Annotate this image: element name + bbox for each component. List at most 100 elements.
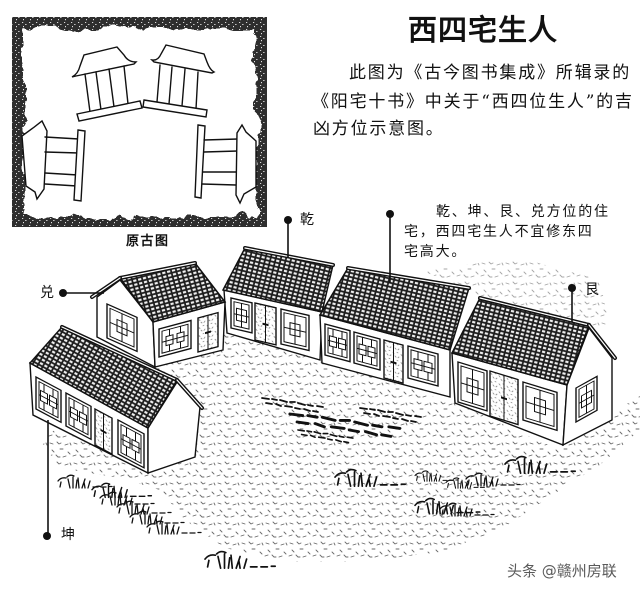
window-muntins [121,427,141,461]
window-ornament [40,389,48,405]
pavilion-base [73,129,86,202]
label-pointers [43,210,576,540]
double-ornament-window [353,331,381,371]
pavilion-roof [149,44,216,74]
window-ornament [122,433,131,450]
lattice-window [230,297,253,334]
window-ornament [367,345,376,359]
ground [40,330,640,562]
annotation-line-3: 宅高大。 [404,244,468,260]
lattice-window [457,361,488,412]
door [254,302,277,346]
pavilion-right [194,123,257,205]
window-muntins [110,313,134,342]
gable-window [106,302,138,353]
annotation-line-2: 宅，西四宅生人不宜修东四 [404,224,594,240]
pavilion-top-right [142,44,216,118]
intro-line-1: 此图为《古今图书集成》所辑录的 [349,63,631,83]
door-handle [390,360,397,365]
roof-ridge-highlight [119,262,196,279]
house-gen [450,296,617,447]
window-ornament [176,331,185,344]
pavilion-columns [84,65,129,113]
door-handle [100,428,107,435]
window-ornament [116,318,128,337]
pavilion-roof [21,119,48,201]
door [94,407,113,456]
window-ornament [358,343,367,357]
window-muntins [461,369,484,404]
grass-tuft [91,482,153,499]
annotation-line-1: 乾、坤、艮、兑方位的住 [436,204,610,220]
window-muntins [39,383,58,416]
pavilion-top-left [71,46,143,122]
pavilion-base [194,124,206,199]
original-figure-caption: 原古图 [126,234,170,249]
door [383,339,404,384]
roof-ridge-highlight [347,267,470,289]
door-handle [262,322,269,327]
window-ornament [236,307,247,324]
double-ornament-window [324,323,351,363]
window-ornament [423,360,433,375]
window-muntins [526,390,554,423]
double-ornament-window [407,345,439,387]
door [197,311,219,353]
marker-dot-gen [568,284,576,292]
house-dui [90,261,227,369]
ground-far [420,258,610,330]
window-ornament [338,337,346,351]
door-handle [501,396,507,401]
label-gen: 艮 [585,282,599,298]
label-qian: 乾 [300,212,314,228]
window-muntins [411,351,435,381]
window-ornament [466,377,479,396]
house-qian [221,246,335,361]
pavilion-beams [44,136,80,187]
double-ornament-window [117,418,145,469]
original-figure [12,17,267,227]
pavilion-beams [201,138,239,186]
roof-ridge-highlight [479,297,590,326]
lattice-window [280,308,310,352]
double-ornament-window [65,391,92,441]
pavilion-left [21,119,86,202]
marker-dot-kun [43,532,51,540]
pavilion-roof [71,46,138,78]
house-kun [28,325,204,475]
grass-tuft [57,474,113,489]
window-muntins [357,337,377,365]
house-center [318,266,471,398]
gable-rake-highlight [176,379,203,409]
door [489,370,519,426]
page-title: 西四宅生人 [408,13,559,47]
label-dui: 兑 [40,285,54,301]
window-muntins [328,329,347,357]
intro-line-2: 《阳宅十书》中关于“西四位生人”的吉 [312,92,634,112]
marker-dot-annotation [386,210,394,218]
window-ornament [79,410,87,427]
label-kun: 坤 [61,527,75,543]
window-ornament [329,335,337,349]
gable-rake-highlight [91,277,121,298]
roof-ridge-highlight [61,326,178,381]
pavilion-base [76,100,143,122]
window-ornament [131,438,140,454]
window-ornament [413,357,423,372]
pavilion-base [142,99,208,118]
window-ornament [49,394,57,410]
original-figure-field [24,29,256,217]
window-muntins [162,326,188,352]
pavilion-roof [235,123,257,205]
lattice-window [522,381,558,432]
window-ornament [534,396,546,416]
window-muntins [69,399,88,433]
intro-line-3: 凶方位示意图。 [313,119,445,139]
gable-window [575,375,598,424]
double-ornament-window [35,375,62,424]
window-muntins [284,315,306,345]
door-handle [205,330,211,335]
window-ornament [289,321,301,338]
marker-dot-qian [284,216,292,224]
